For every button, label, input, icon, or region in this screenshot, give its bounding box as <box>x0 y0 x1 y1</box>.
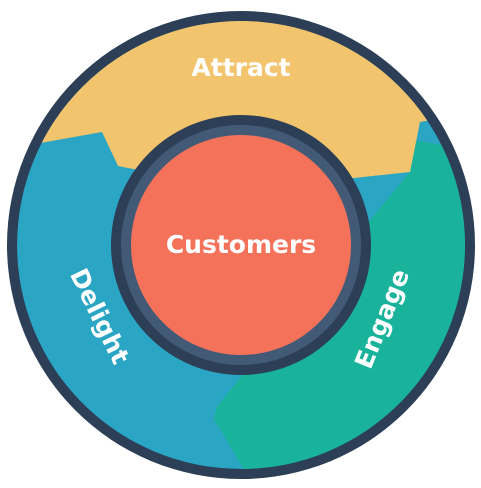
customers-hub <box>131 135 351 355</box>
customers-label: Customers <box>166 230 316 259</box>
attract-label: Attract <box>191 53 290 82</box>
